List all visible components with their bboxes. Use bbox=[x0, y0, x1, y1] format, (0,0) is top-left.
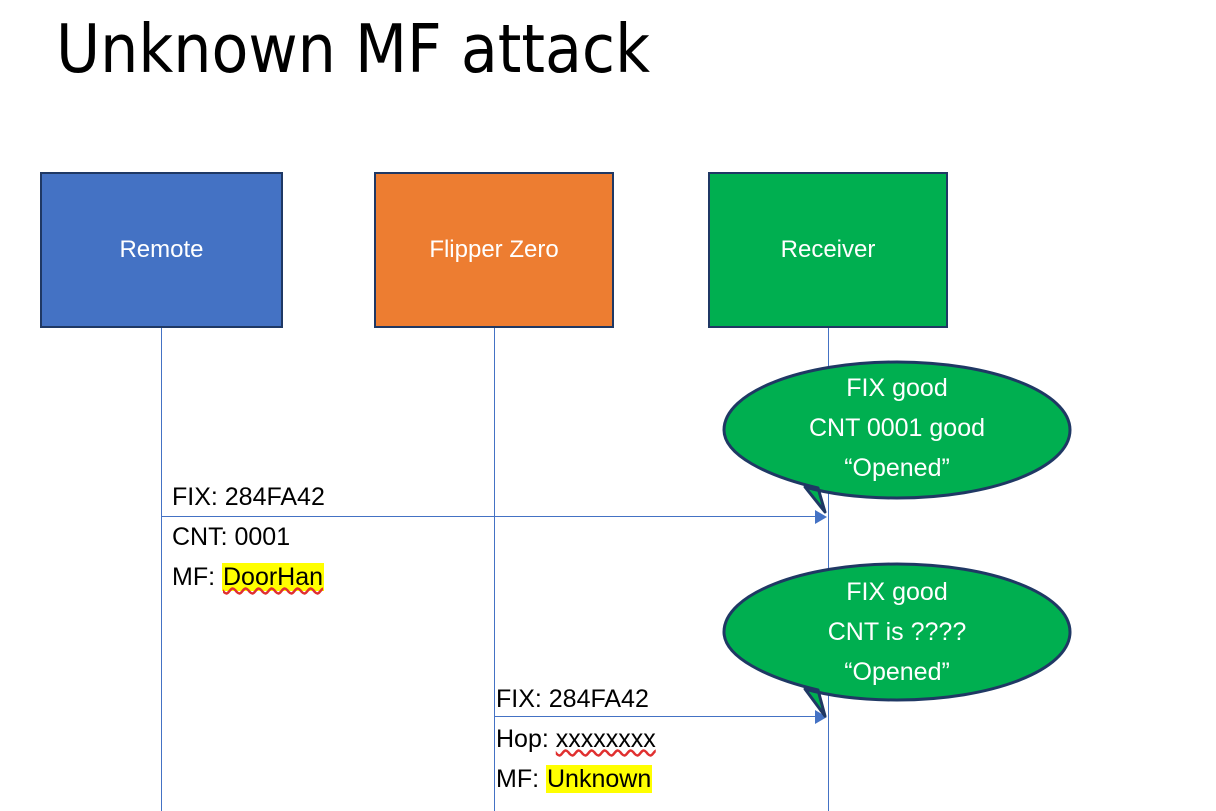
message-2-mf-prefix: MF: bbox=[496, 765, 546, 793]
message-arrow-head-1 bbox=[815, 510, 827, 524]
actor-box-receiver[interactable]: Receiver bbox=[708, 172, 948, 328]
message-arrow-line-2 bbox=[494, 716, 822, 717]
message-label-2-below: Hop: xxxxxxxx MF: Unknown bbox=[496, 719, 656, 799]
actor-box-flipper[interactable]: Flipper Zero bbox=[374, 172, 614, 328]
message-2-hop-prefix: Hop: bbox=[496, 725, 556, 753]
actor-label-flipper: Flipper Zero bbox=[429, 236, 559, 263]
message-2-hop-value: xxxxxxxx bbox=[555, 725, 656, 753]
lifeline-flipper bbox=[494, 328, 495, 811]
callout-bubble-receiver-2: FIX good CNT is ???? “Opened” bbox=[722, 562, 1072, 724]
message-1-mf-line: MF: DoorHan bbox=[172, 557, 325, 597]
callout-shape-2 bbox=[722, 562, 1072, 718]
message-label-1-below: CNT: 0001 MF: DoorHan bbox=[172, 517, 325, 597]
message-2-mf-line: MF: Unknown bbox=[496, 759, 656, 799]
message-label-2-above: FIX: 284FA42 bbox=[496, 679, 649, 719]
message-label-1-above: FIX: 284FA42 bbox=[172, 477, 325, 517]
page-title: Unknown MF attack bbox=[56, 10, 650, 88]
message-2-hop-line: Hop: xxxxxxxx bbox=[496, 719, 656, 759]
callout-shape-1 bbox=[722, 360, 1072, 514]
message-1-fix: FIX: 284FA42 bbox=[172, 483, 325, 511]
message-arrow-line-1 bbox=[161, 516, 822, 517]
lifeline-remote bbox=[161, 328, 162, 811]
message-2-fix: FIX: 284FA42 bbox=[496, 685, 649, 713]
message-1-cnt-line: CNT: 0001 bbox=[172, 517, 324, 557]
message-2-mf-value: Unknown bbox=[546, 765, 653, 793]
actor-label-receiver: Receiver bbox=[780, 236, 876, 263]
actor-box-remote[interactable]: Remote bbox=[40, 172, 283, 328]
message-1-mf-prefix: MF: bbox=[172, 563, 222, 591]
message-1-cnt: CNT: 0001 bbox=[172, 523, 291, 551]
actor-label-remote: Remote bbox=[119, 236, 204, 263]
message-1-mf-value: DoorHan bbox=[222, 563, 325, 591]
callout-bubble-receiver-1: FIX good CNT 0001 good “Opened” bbox=[722, 360, 1072, 520]
